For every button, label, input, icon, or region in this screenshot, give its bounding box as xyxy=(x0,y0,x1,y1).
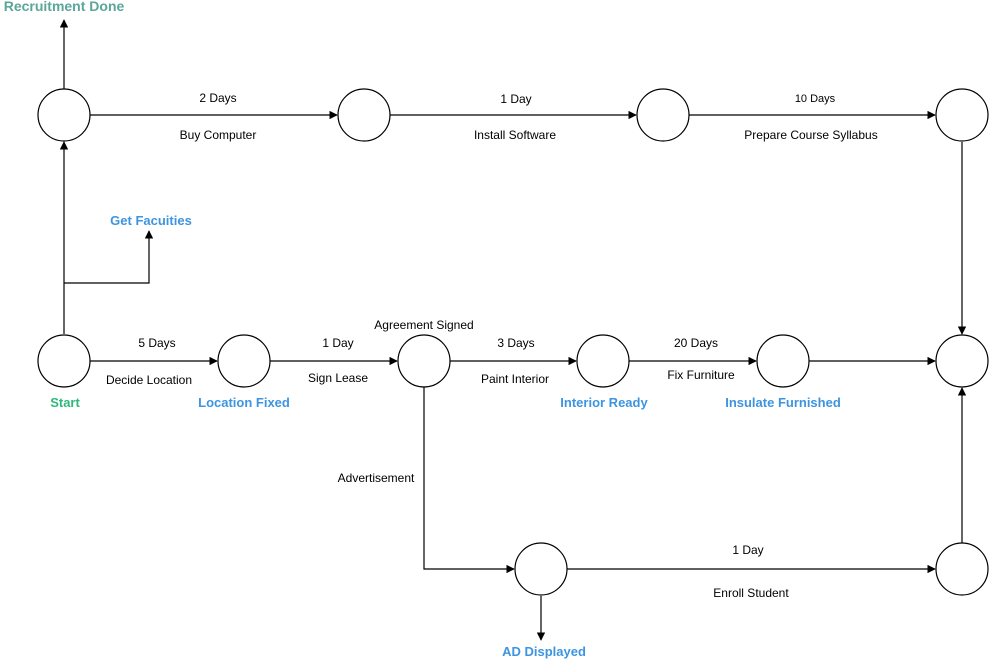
node-end xyxy=(935,334,989,388)
label-insulate-furnished: Insulate Furnished xyxy=(725,395,841,410)
note-advertisement: Advertisement xyxy=(338,471,415,485)
duration-decide-location: 5 Days xyxy=(138,336,175,350)
node-computer-bought xyxy=(337,88,391,142)
name-decide-location: Decide Location xyxy=(106,373,192,387)
label-location-fixed: Location Fixed xyxy=(198,395,290,410)
label-start: Start xyxy=(50,395,80,410)
node-location-fixed xyxy=(217,334,271,388)
name-sign-lease: Sign Lease xyxy=(308,371,368,385)
name-fix-furniture: Fix Furniture xyxy=(667,368,735,382)
label-ad-displayed: AD Displayed xyxy=(502,644,586,659)
edge-advertisement xyxy=(423,387,515,574)
duration-prepare-syllabus: 10 Days xyxy=(795,93,836,105)
node-insulate-furnished xyxy=(756,334,810,388)
node-ad-displayed xyxy=(514,542,568,596)
name-prepare-syllabus: Prepare Course Syllabus xyxy=(744,128,877,142)
node-start xyxy=(37,334,91,388)
duration-paint-interior: 3 Days xyxy=(497,336,534,350)
node-top-left xyxy=(37,88,91,142)
node-agreement-signed xyxy=(397,334,451,388)
label-interior-ready: Interior Ready xyxy=(560,395,648,410)
name-enroll-student: Enroll Student xyxy=(713,586,789,600)
duration-buy-computer: 2 Days xyxy=(199,91,236,105)
duration-sign-lease: 1 Day xyxy=(322,336,353,350)
edge-get-facilities xyxy=(64,230,154,284)
note-agreement-signed: Agreement Signed xyxy=(374,318,473,332)
label-get-facilities: Get Facuities xyxy=(110,213,192,228)
node-syllabus-prepared xyxy=(935,88,989,142)
name-buy-computer: Buy Computer xyxy=(180,128,257,142)
duration-install-software: 1 Day xyxy=(500,92,531,106)
node-software-installed xyxy=(636,88,690,142)
node-interior-ready xyxy=(576,334,630,388)
name-paint-interior: Paint Interior xyxy=(481,372,549,386)
duration-enroll-student: 1 Day xyxy=(732,543,763,557)
node-student-enrolled xyxy=(935,542,989,596)
name-install-software: Install Software xyxy=(474,128,556,142)
duration-fix-furniture: 20 Days xyxy=(674,336,718,350)
label-recruitment-done: Recruitment Done xyxy=(4,0,125,14)
